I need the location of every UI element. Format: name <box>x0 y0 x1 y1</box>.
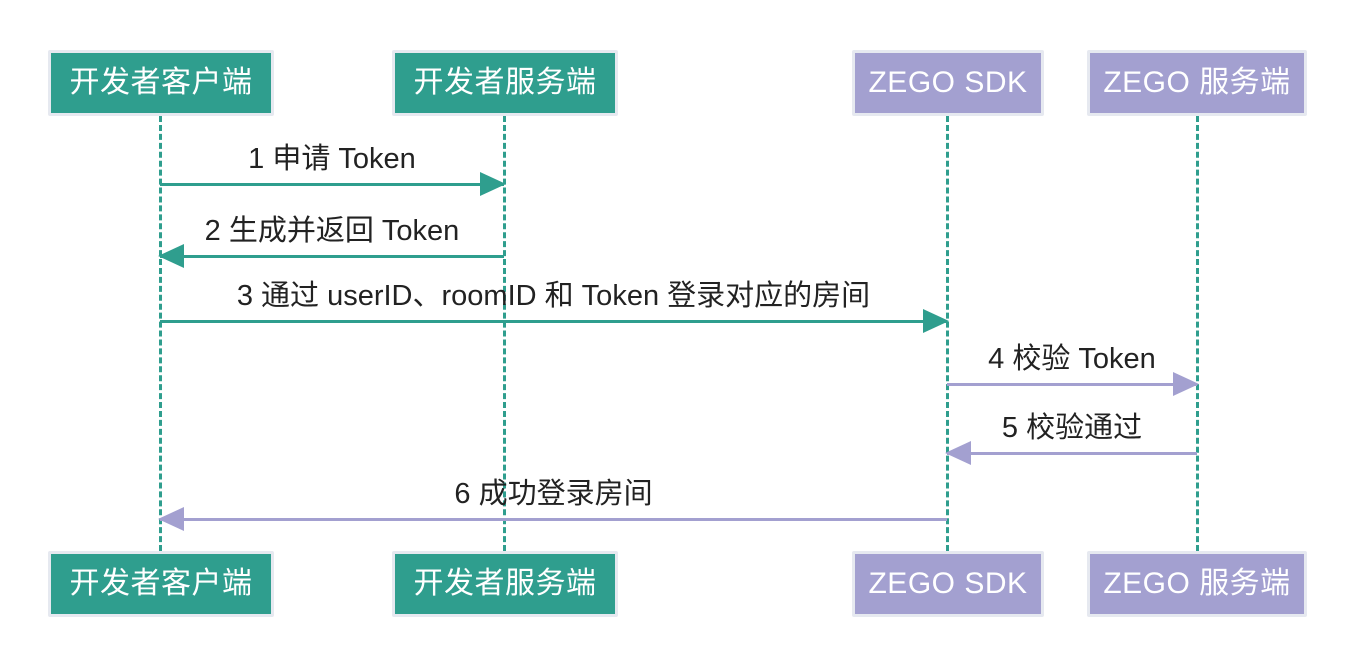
participant-label: ZEGO SDK <box>868 66 1028 99</box>
participant-footer-dev-server[interactable]: 开发者服务端 <box>392 551 618 617</box>
arrow-head-icon <box>1173 372 1199 396</box>
message-line <box>947 452 1197 455</box>
participant-label: 开发者服务端 <box>413 567 597 600</box>
participant-footer-zego-sdk[interactable]: ZEGO SDK <box>852 551 1044 617</box>
participant-label: ZEGO 服务端 <box>1103 66 1291 99</box>
participant-header-zego-sdk[interactable]: ZEGO SDK <box>852 50 1044 116</box>
message-label: 6 成功登录房间 <box>454 478 653 510</box>
arrow-head-icon <box>480 172 506 196</box>
participant-header-zego-server[interactable]: ZEGO 服务端 <box>1087 50 1307 116</box>
message-label: 3 通过 userID、roomID 和 Token 登录对应的房间 <box>236 280 871 312</box>
arrow-head-icon <box>158 507 184 531</box>
participant-label: ZEGO 服务端 <box>1103 567 1291 600</box>
participant-label: ZEGO SDK <box>868 567 1028 600</box>
participant-header-dev-client[interactable]: 开发者客户端 <box>48 50 274 116</box>
participant-label: 开发者服务端 <box>413 66 597 99</box>
participant-footer-zego-server[interactable]: ZEGO 服务端 <box>1087 551 1307 617</box>
message-line <box>160 518 947 521</box>
message-label: 5 校验通过 <box>1001 412 1143 444</box>
message-line <box>160 255 504 258</box>
lifeline-zego-sdk <box>946 116 949 551</box>
message-label: 4 校验 Token <box>988 343 1156 375</box>
lifeline-dev-server <box>503 116 506 551</box>
message-line <box>160 320 947 323</box>
arrow-head-icon <box>158 244 184 268</box>
lifeline-dev-client <box>159 116 162 551</box>
message-line <box>160 183 504 186</box>
message-line <box>947 383 1197 386</box>
message-label: 2 生成并返回 Token <box>204 215 460 247</box>
participant-header-dev-server[interactable]: 开发者服务端 <box>392 50 618 116</box>
lifeline-zego-server <box>1196 116 1199 551</box>
participant-label: 开发者客户端 <box>69 66 253 99</box>
message-label: 1 申请 Token <box>248 143 416 175</box>
participant-label: 开发者客户端 <box>69 567 253 600</box>
arrow-head-icon <box>945 441 971 465</box>
arrow-head-icon <box>923 309 949 333</box>
participant-footer-dev-client[interactable]: 开发者客户端 <box>48 551 274 617</box>
